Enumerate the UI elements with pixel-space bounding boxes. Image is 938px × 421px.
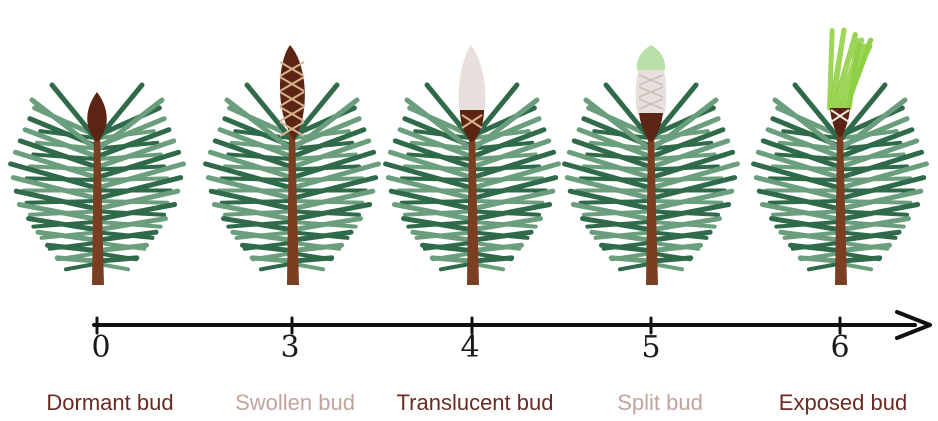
pine-branch-exposed xyxy=(754,30,927,285)
needle xyxy=(474,258,512,261)
stage-number-6: 6 xyxy=(810,330,870,365)
pine-branch-dormant xyxy=(11,85,184,285)
bud-translucent-icon xyxy=(459,45,486,142)
stage-label-split: Split bud xyxy=(617,390,703,416)
pine-branch-translucent xyxy=(386,45,559,285)
pine-branch-swollen xyxy=(206,45,379,285)
needle xyxy=(842,258,880,261)
needle xyxy=(294,258,332,261)
stage-number-3: 3 xyxy=(260,330,320,365)
needle xyxy=(611,258,649,261)
stage-label-dormant: Dormant bud xyxy=(46,390,173,416)
stage-label-swollen: Swollen bud xyxy=(235,390,355,416)
stage-number-5: 5 xyxy=(621,330,681,365)
needle xyxy=(57,258,95,261)
needle xyxy=(252,258,290,261)
timeline-axis xyxy=(94,312,930,338)
needle xyxy=(432,258,470,261)
pine-branch-split xyxy=(565,45,738,285)
tree-illustrations xyxy=(11,30,927,285)
needle xyxy=(620,264,649,269)
needle xyxy=(99,258,137,261)
needle xyxy=(653,258,691,261)
needle xyxy=(261,264,290,269)
stage-number-0: 0 xyxy=(71,330,131,365)
stage-label-translucent: Translucent bud xyxy=(397,390,554,416)
needle xyxy=(800,258,838,261)
stage-number-4: 4 xyxy=(440,330,500,365)
bud-exposed-icon xyxy=(830,30,871,138)
needle xyxy=(66,264,95,269)
needle xyxy=(809,264,838,269)
needle xyxy=(441,264,470,269)
stage-label-exposed: Exposed bud xyxy=(779,390,907,416)
